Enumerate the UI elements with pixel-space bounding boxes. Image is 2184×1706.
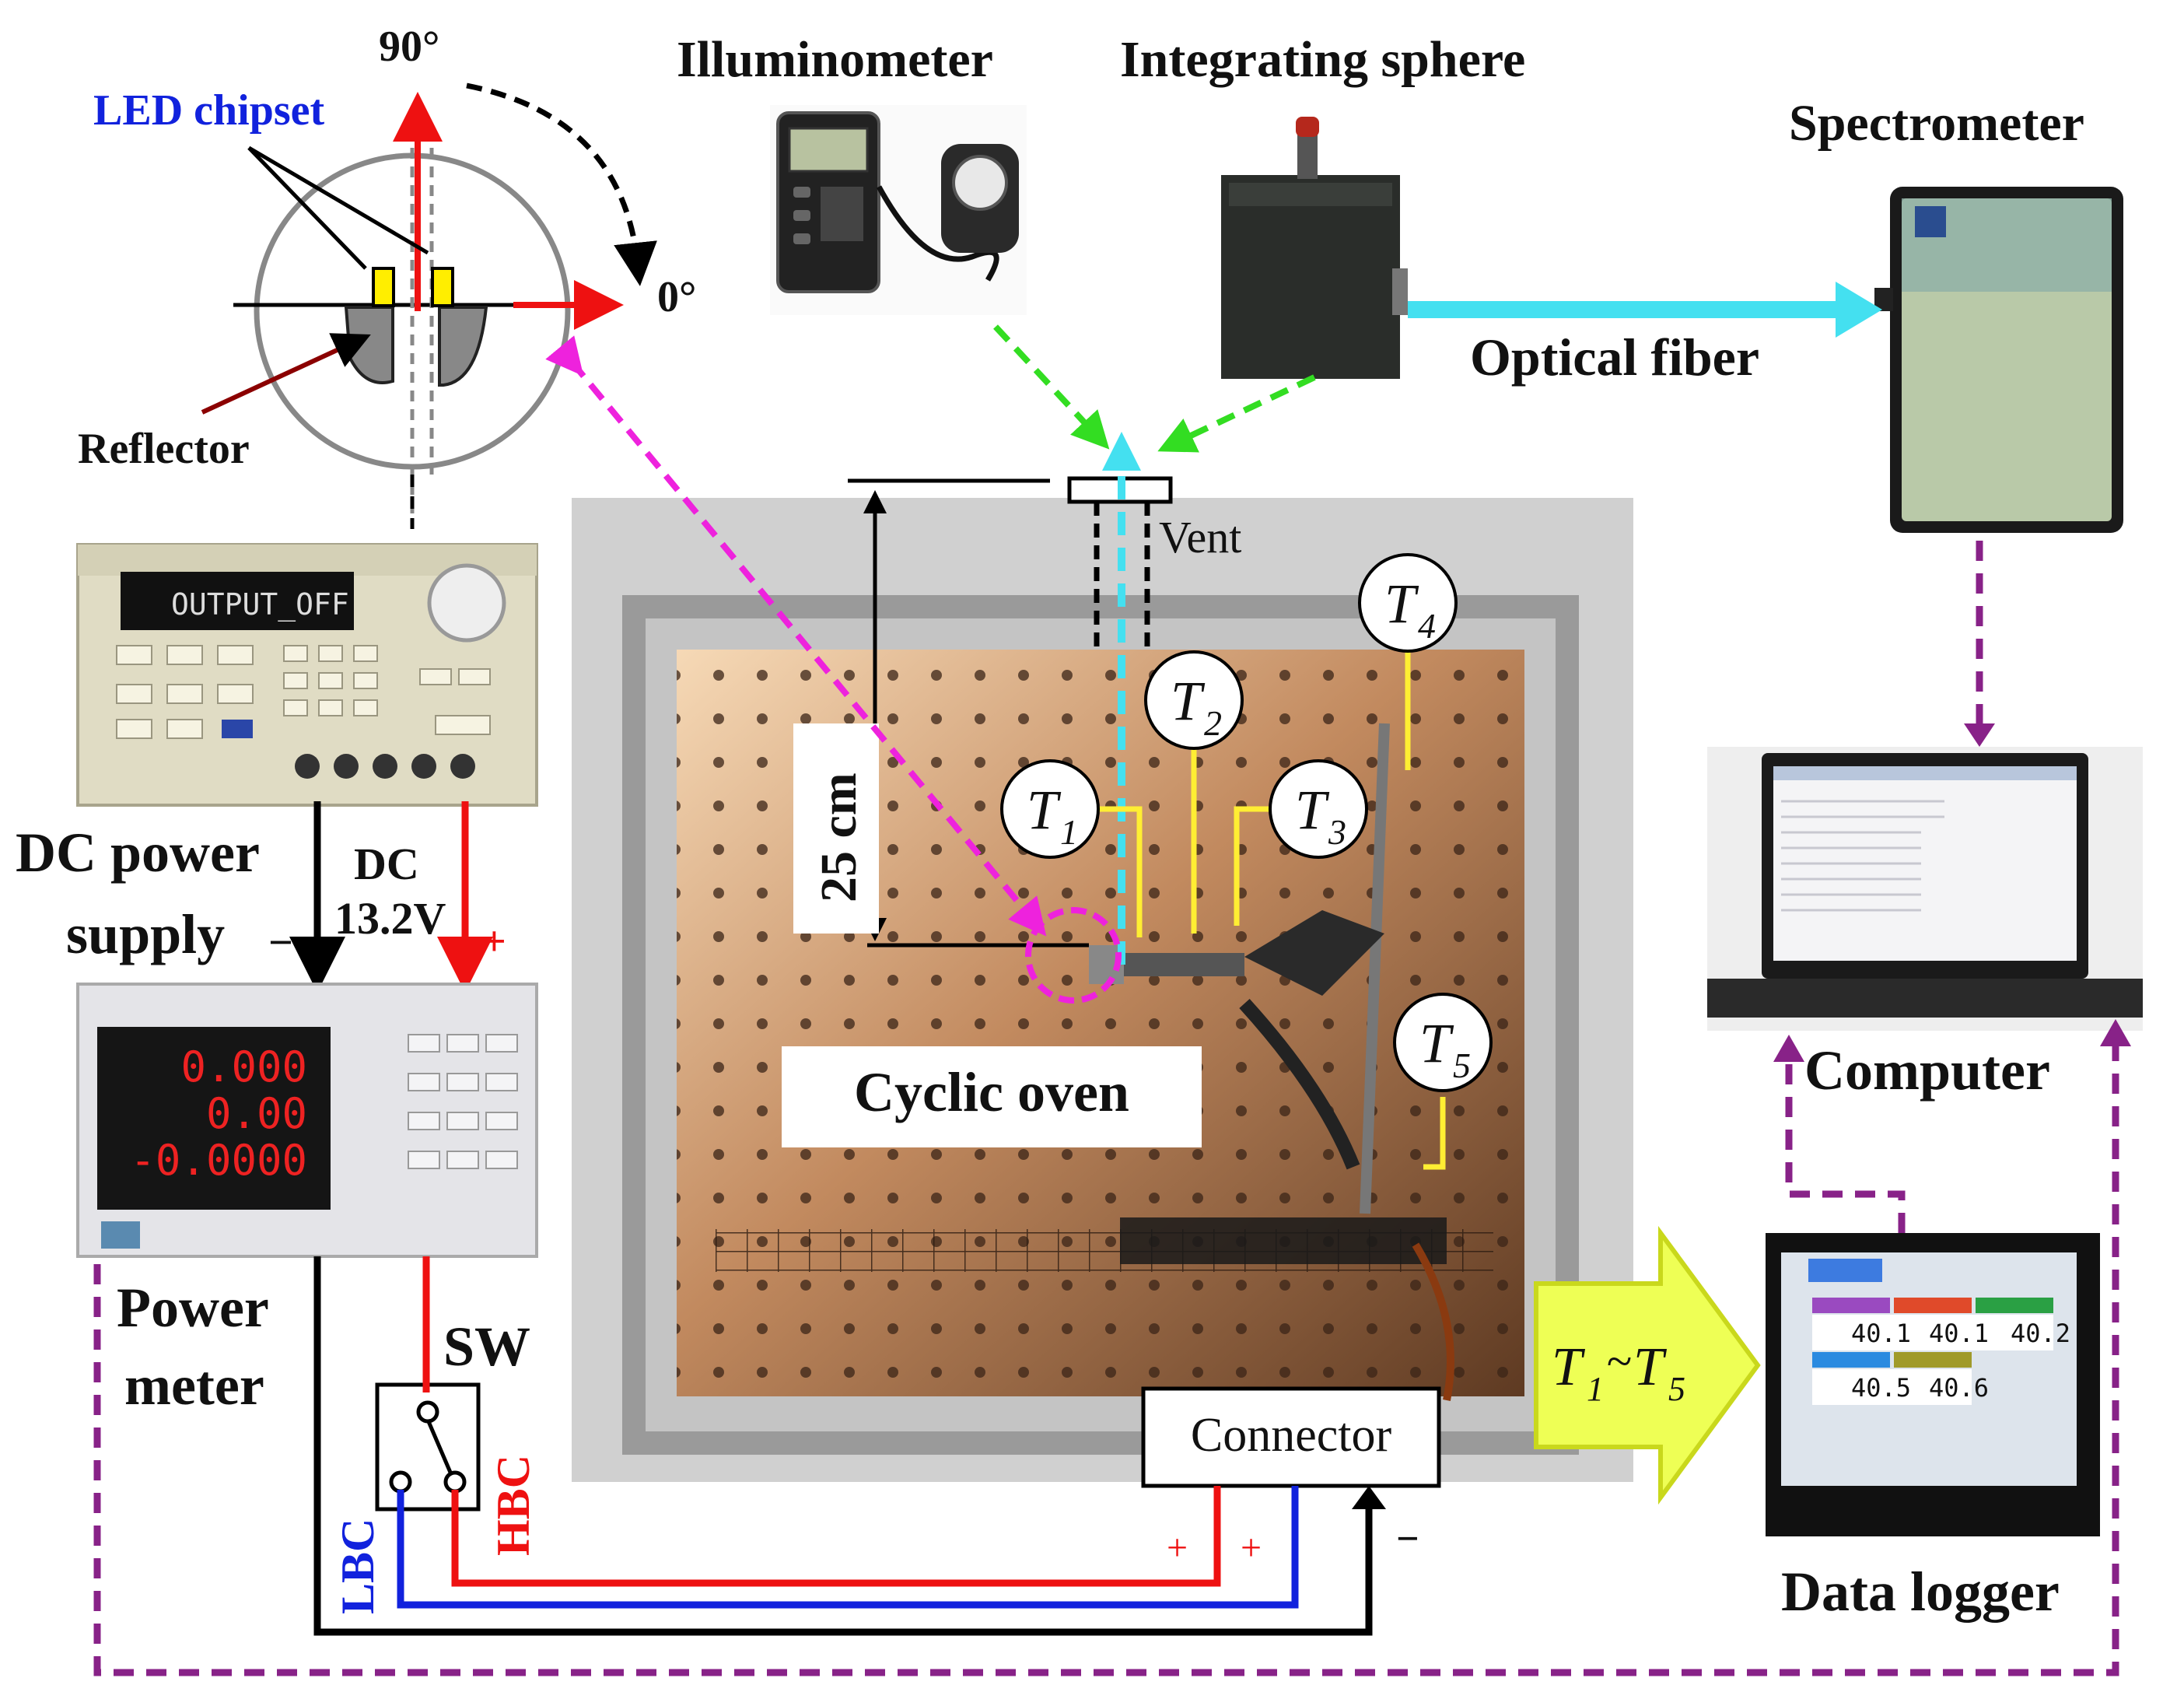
dc-voltage-label-line1: DC bbox=[354, 839, 419, 889]
spectrometer: Spectrometer bbox=[1789, 95, 2123, 533]
svg-text:2: 2 bbox=[1204, 703, 1222, 743]
svg-text:1: 1 bbox=[1587, 1370, 1604, 1408]
logger-reading-1: 40.1 bbox=[1851, 1319, 1911, 1348]
connector-box bbox=[1141, 1386, 1441, 1488]
svg-text:T: T bbox=[1384, 573, 1419, 635]
illuminometer-link bbox=[993, 324, 1110, 450]
sensor-t3: T 3 bbox=[1269, 759, 1368, 859]
vent-label: Vent bbox=[1159, 512, 1241, 562]
dc-power-supply-label-line2: supply bbox=[66, 903, 225, 965]
led-detail-link bbox=[545, 335, 1047, 937]
led-chipset-label: LED chipset bbox=[93, 86, 324, 135]
angle-90-label: 90° bbox=[379, 23, 439, 71]
sensor-t5: T 5 bbox=[1393, 993, 1493, 1092]
lbc-label: LBC bbox=[332, 1519, 383, 1614]
sensor-t1: T 1 bbox=[1000, 759, 1100, 859]
led-highlight bbox=[1025, 907, 1122, 1004]
meter-to-computer-arrowhead bbox=[2100, 1019, 2131, 1046]
dc-voltage-label-line2: 13.2V bbox=[334, 893, 446, 944]
svg-text:T: T bbox=[1552, 1337, 1586, 1397]
svg-text:~: ~ bbox=[1606, 1336, 1631, 1387]
switch-label: SW bbox=[443, 1315, 530, 1378]
svg-text:1: 1 bbox=[1060, 812, 1078, 852]
logger-reading-3: 40.2 bbox=[2011, 1319, 2070, 1348]
svg-text:T: T bbox=[1171, 670, 1206, 732]
power-meter: 0.000 0.00 -0.0000 bbox=[76, 983, 538, 1258]
spectrometer-label: Spectrometer bbox=[1789, 95, 2084, 152]
power-meter-reading-1: 0.000 bbox=[180, 1042, 307, 1091]
svg-text:5: 5 bbox=[1668, 1370, 1685, 1408]
svg-text:T: T bbox=[1027, 779, 1062, 841]
optical-fiber: Optical fiber bbox=[1408, 282, 1882, 387]
led-detail: 90° 0° LED chipset Reflector bbox=[78, 23, 696, 529]
wire-negative bbox=[313, 1256, 1373, 1636]
reflector-label: Reflector bbox=[78, 425, 250, 473]
wire-hbc bbox=[451, 1486, 1221, 1587]
thermocouple-leads bbox=[1097, 630, 1446, 1170]
connector-label: Connector bbox=[1191, 1409, 1392, 1462]
power-meter-reading-2: 0.00 bbox=[206, 1089, 307, 1138]
spectrometer-to-computer-arrowhead bbox=[1964, 723, 1995, 747]
switch bbox=[375, 1382, 481, 1512]
sphere-link bbox=[1157, 374, 1316, 453]
logger-to-computer-arrowhead bbox=[1773, 1035, 1804, 1062]
power-supply-display: OUTPUT_OFF bbox=[171, 587, 349, 622]
svg-text:3: 3 bbox=[1328, 812, 1346, 852]
dc-power-supply: OUTPUT_OFF bbox=[76, 543, 538, 807]
wire-lbc bbox=[397, 1486, 1299, 1609]
computer-label: Computer bbox=[1804, 1039, 2050, 1102]
hbc-label: HBC bbox=[488, 1455, 539, 1556]
temperature-arrow: T 1 ~ T 5 bbox=[1534, 1225, 1761, 1505]
power-meter-reading-3: -0.0000 bbox=[130, 1136, 307, 1185]
illuminometer-label: Illuminometer bbox=[677, 31, 993, 88]
logger-reading-5: 40.6 bbox=[1929, 1373, 1989, 1403]
cyclic-oven-label: Cyclic oven bbox=[854, 1061, 1129, 1123]
computer bbox=[1707, 747, 2143, 1031]
svg-text:T: T bbox=[1295, 779, 1330, 841]
plus-sign-hbc: + bbox=[1167, 1527, 1188, 1568]
distance-label: 25 cm bbox=[810, 772, 867, 902]
power-meter-label-line1: Power bbox=[117, 1277, 269, 1339]
sensor-t2: T 2 bbox=[1144, 650, 1244, 750]
integrating-sphere: Integrating sphere bbox=[1120, 31, 1525, 379]
cyclic-oven bbox=[572, 498, 1633, 1482]
sensor-t4: T 4 bbox=[1358, 553, 1458, 653]
integrating-sphere-label: Integrating sphere bbox=[1120, 31, 1525, 88]
angle-0-label: 0° bbox=[657, 273, 696, 321]
plus-sign-supply: + bbox=[482, 918, 506, 965]
optical-fiber-label: Optical fiber bbox=[1470, 328, 1759, 387]
illuminometer: Illuminometer bbox=[677, 31, 1027, 315]
logger-reading-4: 40.5 bbox=[1851, 1373, 1911, 1403]
svg-text:4: 4 bbox=[1418, 606, 1436, 646]
data-links bbox=[93, 541, 2119, 1676]
plus-sign-lbc: + bbox=[1241, 1527, 1262, 1568]
svg-text:T: T bbox=[1633, 1337, 1668, 1397]
svg-text:T: T bbox=[1419, 1012, 1454, 1074]
minus-sign-connector: − bbox=[1396, 1517, 1419, 1561]
data-logger: 40.1 40.1 40.2 40.5 40.6 bbox=[1766, 1233, 2100, 1536]
power-meter-label-line2: meter bbox=[124, 1354, 264, 1417]
cyclic-oven-label-box bbox=[782, 1046, 1202, 1147]
dc-power-supply-label-line1: DC power bbox=[16, 821, 260, 884]
logger-reading-2: 40.1 bbox=[1929, 1319, 1989, 1348]
svg-text:5: 5 bbox=[1453, 1046, 1471, 1085]
data-logger-label: Data logger bbox=[1781, 1561, 2060, 1623]
minus-sign-supply: − bbox=[268, 919, 293, 967]
